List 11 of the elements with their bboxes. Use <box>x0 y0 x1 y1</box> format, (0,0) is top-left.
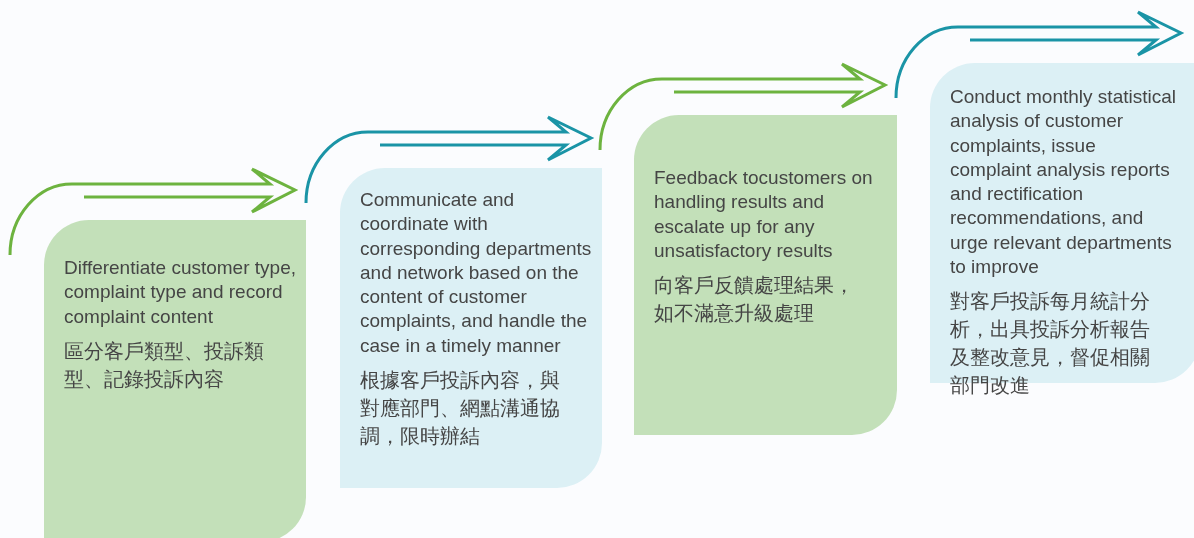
description-text: Feedback tocustomers on handling results and escalate up for any unsatisfactory results <box>654 166 874 263</box>
step-box <box>634 115 897 435</box>
step-box <box>340 168 602 488</box>
description-text: Differentiate customer type, complaint type and record complaint content <box>64 256 296 329</box>
chinese-description-text: 向客戶反饋處理結果，如不滿意升級處理 <box>654 273 855 327</box>
step-box <box>44 220 306 538</box>
chinese-description-text: 區分客戶類型、投訴類型、記錄投訴內容 <box>64 338 265 392</box>
chinese-description-text: 根據客戶投訴內容，與對應部門、網點溝通協調，限時辦結 <box>360 368 561 450</box>
description-text: Communicate and coordinate with corresponding departments and network based on the content of customer complaints, and handle the case in a timely manner <box>360 188 592 358</box>
description-text: Conduct monthly statistical analysis of customer complaints, issue complaint analysis reports and rectification recommendations, and urge relevant departments to improve <box>950 85 1177 280</box>
chinese-description-text: 對客戶投訴每月統計分析，出具投訴分析報告及整改意見，督促相關部門改進 <box>950 289 1151 399</box>
